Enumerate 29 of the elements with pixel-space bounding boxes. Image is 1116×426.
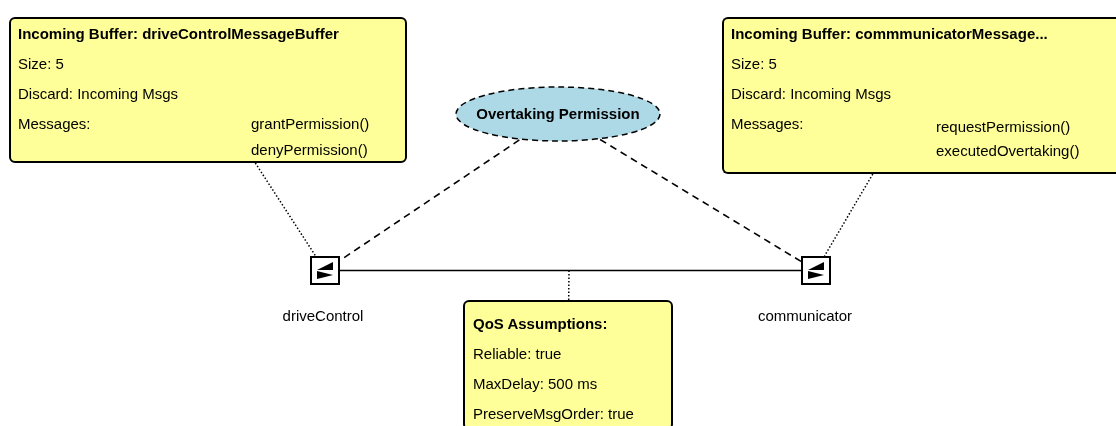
note-title: QoS Assumptions:	[473, 315, 608, 333]
ellipse-label: Overtaking Permission	[476, 105, 640, 123]
note-box	[9, 17, 407, 163]
note-text: MaxDelay: 500 ms	[473, 375, 598, 393]
note-text: executedOvertaking()	[936, 142, 1080, 160]
port-box	[310, 256, 340, 285]
note-text: Discard: Incoming Msgs	[18, 85, 179, 103]
leader-line	[254, 162, 317, 257]
dashed-connector	[599, 138, 802, 263]
note-text: Discard: Incoming Msgs	[731, 85, 892, 103]
note-text: Messages:	[731, 115, 804, 133]
note-text: requestPermission()	[936, 118, 1071, 136]
port-label: communicator	[757, 307, 853, 325]
note-text: PreserveMsgOrder: true	[473, 405, 634, 423]
leader-line	[823, 173, 874, 257]
leader-line	[567, 269, 570, 301]
port-label: driveControl	[282, 307, 364, 325]
note-title: Incoming Buffer: commmunicatorMessage...	[731, 25, 1048, 43]
note-box	[463, 300, 673, 426]
connector-line	[339, 269, 802, 272]
port-box	[801, 256, 831, 285]
note-text: denyPermission()	[251, 141, 368, 159]
note-text: Size: 5	[731, 55, 777, 73]
note-text: Size: 5	[18, 55, 64, 73]
note-title: Incoming Buffer: driveControlMessageBuffer	[18, 25, 339, 43]
note-text: grantPermission()	[251, 115, 370, 133]
note-text: Reliable: true	[473, 345, 562, 363]
note-text: Messages:	[18, 115, 91, 133]
note-box	[722, 17, 1116, 174]
